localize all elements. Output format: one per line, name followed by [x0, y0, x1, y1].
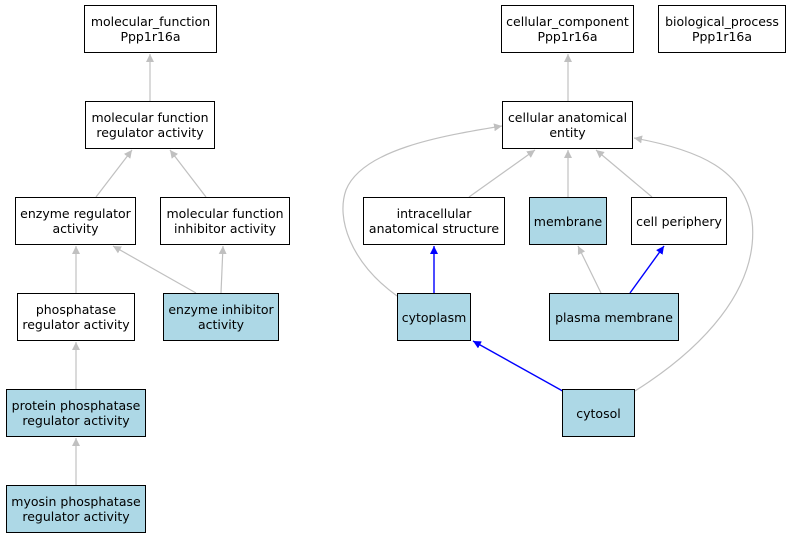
edge-part-of-cytosol-to-cytoplasm — [472, 340, 569, 395]
node-label: molecular function regulator activity — [91, 110, 209, 140]
node-label: phosphatase regulator activity — [22, 302, 130, 332]
edge-part-of-plasma-membrane-to-cell-periphery — [629, 245, 665, 294]
node-molecular-function-root[interactable]: molecular_function Ppp1r16a — [84, 5, 217, 53]
node-membrane[interactable]: membrane — [529, 197, 607, 245]
node-label: biological_process Ppp1r16a — [665, 14, 779, 44]
node-label: membrane — [533, 213, 603, 229]
node-phosphatase-regulator-activity[interactable]: phosphatase regulator activity — [17, 293, 135, 341]
node-protein-phosphatase-regulator-activity[interactable]: protein phosphatase regulator activity — [6, 389, 146, 437]
node-molecular-function-regulator-activity[interactable]: molecular function regulator activity — [85, 101, 215, 149]
edge-is-a-enzyme-inhibitor-to-mf-inhibitor — [218, 245, 227, 294]
node-label: cytosol — [576, 405, 621, 421]
node-cell-periphery[interactable]: cell periphery — [631, 197, 727, 245]
node-cytosol[interactable]: cytosol — [562, 389, 635, 437]
node-cytoplasm[interactable]: cytoplasm — [397, 293, 471, 341]
node-plasma-membrane[interactable]: plasma membrane — [549, 293, 679, 341]
node-enzyme-regulator-activity[interactable]: enzyme regulator activity — [15, 197, 136, 245]
node-label: molecular_function Ppp1r16a — [90, 14, 211, 44]
edge-is-a-intracellular-structure-to-cellular-anatomical-entity — [468, 149, 536, 198]
node-molecular-function-inhibitor-activity[interactable]: molecular function inhibitor activity — [160, 197, 290, 245]
node-label: protein phosphatase regulator activity — [11, 398, 141, 428]
edge-is-a-enzyme-regulator-to-mf-regulator — [95, 149, 133, 198]
node-label: cell periphery — [636, 213, 722, 229]
edge-is-a-plasma-membrane-to-membrane — [577, 245, 602, 294]
node-intracellular-anatomical-structure[interactable]: intracellular anatomical structure — [363, 197, 505, 245]
edge-is-a-enzyme-inhibitor-to-enzyme-regulator — [112, 245, 197, 294]
node-label: plasma membrane — [555, 309, 673, 325]
edge-is-a-cytoplasm-to-cellular-anatomical-entity — [342, 123, 503, 297]
node-cellular-anatomical-entity[interactable]: cellular anatomical entity — [502, 101, 633, 149]
node-label: intracellular anatomical structure — [368, 206, 500, 236]
node-label: enzyme inhibitor activity — [168, 302, 274, 332]
node-label: myosin phosphatase regulator activity — [11, 494, 141, 524]
node-cellular-component-root[interactable]: cellular_component Ppp1r16a — [501, 5, 634, 53]
edge-is-a-cytosol-to-cellular-anatomical-entity — [633, 135, 754, 392]
node-label: enzyme regulator activity — [20, 206, 131, 236]
node-biological-process-root[interactable]: biological_process Ppp1r16a — [658, 5, 786, 53]
node-label: cellular_component Ppp1r16a — [506, 14, 629, 44]
node-enzyme-inhibitor-activity[interactable]: enzyme inhibitor activity — [163, 293, 279, 341]
node-label: cellular anatomical entity — [507, 110, 628, 140]
node-label: molecular function inhibitor activity — [166, 206, 284, 236]
node-label: cytoplasm — [401, 309, 467, 325]
node-myosin-phosphatase-regulator-activity[interactable]: myosin phosphatase regulator activity — [6, 485, 146, 533]
edge-is-a-mf-inhibitor-to-mf-regulator — [169, 149, 207, 198]
edge-is-a-cell-periphery-to-cellular-anatomical-entity — [595, 149, 653, 198]
